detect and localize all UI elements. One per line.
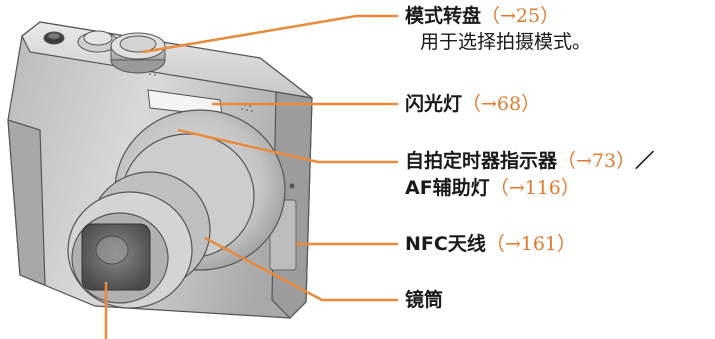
leader-af-lamp [177, 128, 398, 164]
leader-mode-dial [142, 14, 398, 54]
lens-glass [81, 223, 151, 291]
leader-lines [104, 14, 398, 339]
label-lens-barrel: 镜筒 [405, 289, 444, 311]
leader-lens-barrel [204, 236, 398, 302]
label-mode-dial: 模式转盘（→25） [405, 5, 560, 27]
label-flash: 闪光灯（→68） [405, 93, 541, 115]
label-mode-dial-description: 用于选择拍摄模式。 [420, 31, 592, 53]
label-af-assist-lamp: AF辅助灯（→116） [405, 177, 580, 199]
shutter-button [43, 30, 119, 53]
label-self-timer-indicator: 自拍定时器指示器（→73）／ [405, 150, 655, 172]
mode-dial [110, 32, 166, 74]
label-nfc-antenna: NFC天线（→161） [405, 233, 577, 255]
